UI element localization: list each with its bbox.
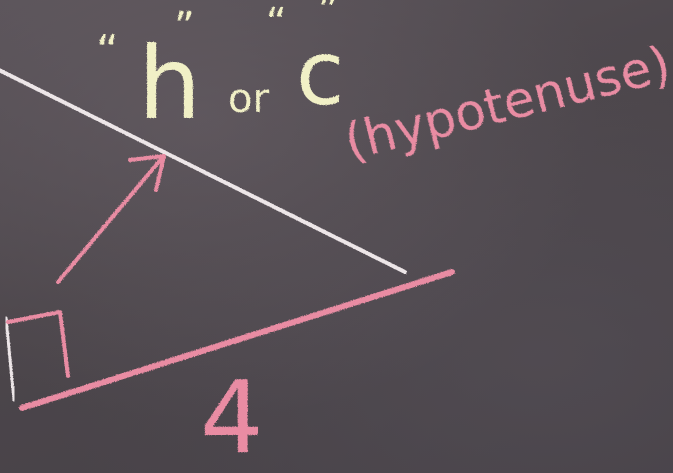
quote-close-c: ” [318, 0, 339, 34]
vertical-leg-line [4, 316, 16, 402]
pointer-arrow-head [128, 154, 166, 192]
quote-open-c: “ [266, 0, 287, 46]
label-c: c [296, 22, 344, 125]
right-angle-marker [6, 310, 70, 378]
hypotenuse-line [0, 68, 407, 274]
quote-close-h: ” [174, 4, 195, 50]
label-or: or [228, 76, 269, 122]
quote-open-h: “ [96, 26, 119, 77]
pointer-arrow [56, 156, 164, 284]
label-base-length: 4 [200, 359, 264, 473]
base-leg-line [19, 269, 455, 411]
label-hypotenuse: (hypotenuse) [339, 35, 673, 172]
label-h: h [138, 25, 201, 142]
